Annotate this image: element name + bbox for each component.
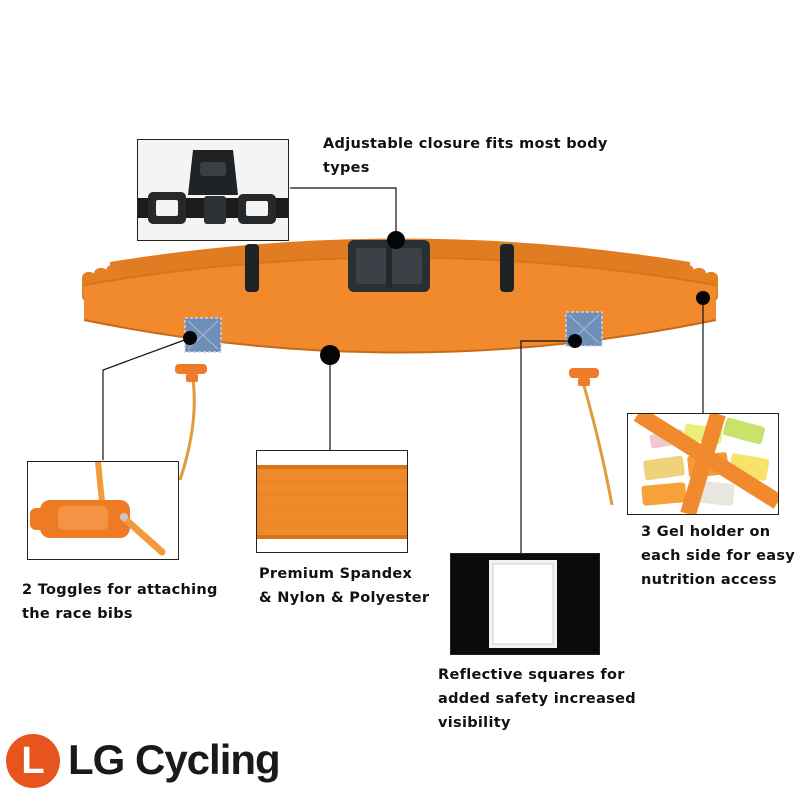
toggle-left bbox=[175, 364, 207, 374]
toggle-right bbox=[569, 368, 599, 378]
buckle-photo bbox=[137, 139, 289, 241]
caption-toggles: 2 Toggles for attaching the race bibs bbox=[22, 578, 218, 626]
caption-reflective-line-2: added safety increased bbox=[438, 691, 636, 707]
caption-material: Premium Spandex & Nylon & Polyester bbox=[259, 562, 429, 610]
caption-material-line-1: Premium Spandex bbox=[259, 566, 413, 582]
caption-reflective-line-1: Reflective squares for bbox=[438, 667, 625, 683]
brand-name: LG Cycling bbox=[68, 736, 281, 783]
fabric-photo bbox=[256, 450, 408, 553]
caption-reflective: Reflective squares for added safety incr… bbox=[438, 663, 636, 735]
caption-toggles-line-1: 2 Toggles for attaching bbox=[22, 582, 218, 598]
caption-gel: 3 Gel holder on each side for easy nutri… bbox=[641, 520, 795, 592]
reflective-photo bbox=[450, 553, 600, 655]
toggle-photo bbox=[27, 461, 179, 560]
brand-badge: L bbox=[6, 734, 60, 788]
buckle bbox=[348, 240, 430, 292]
caption-closure-line-1: Adjustable closure fits most body bbox=[323, 136, 608, 152]
gel-photo bbox=[627, 413, 779, 515]
caption-gel-line-3: nutrition access bbox=[641, 572, 777, 588]
caption-closure: Adjustable closure fits most body types bbox=[323, 132, 608, 180]
slider-left bbox=[245, 244, 259, 292]
caption-gel-line-1: 3 Gel holder on bbox=[641, 524, 771, 540]
caption-toggles-line-2: the race bibs bbox=[22, 606, 133, 622]
caption-gel-line-2: each side for easy bbox=[641, 548, 796, 564]
brand-logo: L LG Cycling bbox=[6, 728, 306, 792]
caption-reflective-line-3: visibility bbox=[438, 715, 511, 731]
slider-right bbox=[500, 244, 514, 292]
caption-closure-line-2: types bbox=[323, 160, 370, 176]
caption-material-line-2: & Nylon & Polyester bbox=[259, 590, 430, 606]
